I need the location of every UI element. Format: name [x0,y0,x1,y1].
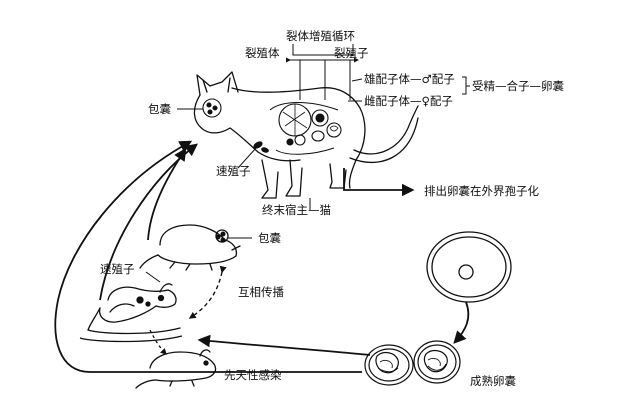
mutual-transmission-arrow [188,265,227,319]
label-mutual-transmission: 互相传播 [238,285,284,299]
label-mouse-cyst: 包囊 [258,231,281,245]
cat-tachyzoite-blobs [253,141,269,153]
congenital-arrow [149,329,167,355]
mouse-to-cat-arrow-2 [147,147,187,241]
label-male-gamete: 雄配子体—♂配子 [364,72,455,86]
upper-mouse-illustration [139,224,241,271]
mouse-to-cat-arrow-1 [99,143,199,301]
label-cat-tachyzoite: 速殖子 [216,164,251,178]
label-female-gamete: 雌配子体—♀配子 [364,94,453,108]
label-mouse-tachyzoite: 速殖子 [100,262,135,276]
mouse-in-hand-illustration [87,283,181,335]
cat-head-cyst [202,98,222,118]
hand-outline [79,335,183,343]
cat-leader-lines [177,108,311,210]
schizogony-bracket [286,44,359,100]
label-oocyst-excreted: 排出卵囊在外界孢子化 [424,184,539,198]
label-congenital-infection: 先天性感染 [224,368,282,382]
label-merozoite: 裂殖子 [334,46,369,60]
label-schizont: 裂殖体 [245,46,280,60]
label-mature-oocyst: 成熟卵囊 [470,374,516,388]
cat-illustration [193,71,419,199]
oocyst-to-mouse-arrow [197,334,371,356]
mouse-tachyzoite-leader [145,271,161,283]
mature-oocysts [364,340,461,386]
label-cat-cyst: 包囊 [148,102,171,116]
outer-infection-arrow [54,140,362,373]
sporulation-arrow [453,301,470,344]
excretion-arrow [343,168,415,197]
label-definitive-host: 终末宿主—猫 [262,203,331,217]
congenital-mouse-illustration [135,349,217,389]
label-schizogony-cycle: 裂体增殖循环 [286,29,355,43]
cat-intestine-cells [269,102,342,155]
label-fertilization: 受精—合子—卵囊 [472,79,564,93]
unsporulated-oocyst [426,231,512,303]
upper-mouse-cyst [215,231,226,243]
